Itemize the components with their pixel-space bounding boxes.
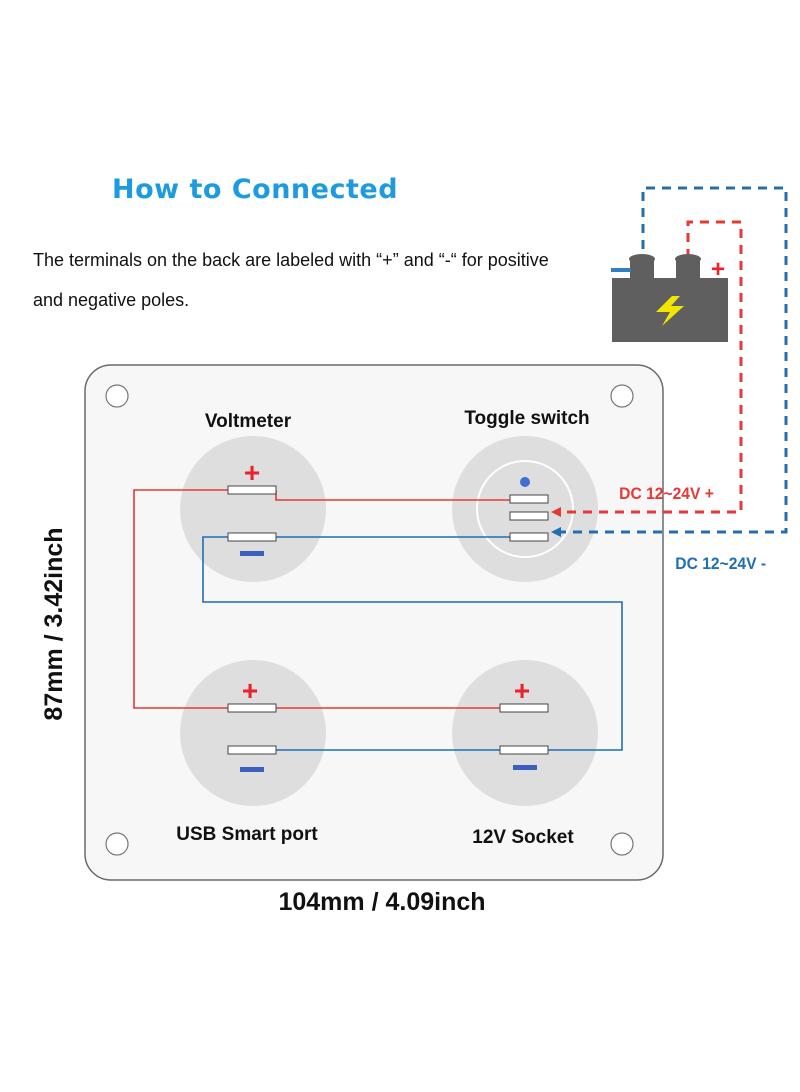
terminal-negative: [227, 532, 277, 542]
terminal-positive: [499, 703, 549, 713]
socket-body: [452, 660, 598, 806]
mounting-hole: [105, 384, 129, 408]
mounting-hole: [610, 384, 634, 408]
toggle-switch-body: [452, 436, 598, 582]
usb-port-label: USB Smart port: [176, 824, 318, 845]
usb-port-body: [180, 660, 326, 806]
description-text: The terminals on the back are labeled wi…: [33, 250, 549, 310]
terminal-positive: [227, 703, 277, 713]
toggle-led-indicator: [520, 477, 530, 487]
minus-sign: [513, 765, 537, 770]
socket-label: 12V Socket: [472, 827, 574, 848]
switch-panel: [84, 364, 664, 881]
terminal-negative: [227, 745, 277, 755]
supply-negative-wire: [560, 186, 788, 534]
positive-wire: [133, 489, 228, 709]
minus-sign: [240, 767, 264, 772]
minus-sign: [240, 551, 264, 556]
plus-sign: +: [244, 457, 260, 488]
toggle-switch-label: Toggle switch: [464, 408, 589, 429]
dc-negative-label: DC 12~24V -: [675, 554, 766, 573]
negative-wire: [202, 536, 623, 751]
dc-positive-label: DC 12~24V +: [619, 484, 714, 503]
plus-sign: +: [514, 675, 530, 706]
voltmeter-body: [180, 436, 326, 582]
plus-sign: +: [242, 675, 258, 706]
terminal-positive: [227, 485, 277, 495]
width-dimension-label: 104mm / 4.09inch: [278, 888, 485, 916]
battery-plus-sign: +: [711, 256, 725, 283]
terminal-accessory: [509, 511, 549, 521]
terminal-negative: [509, 532, 549, 542]
mounting-hole: [105, 832, 129, 856]
battery-minus-sign: [611, 268, 631, 272]
page-title: How to Connected: [112, 174, 399, 205]
toggle-switch-ring: [476, 460, 574, 558]
mounting-hole: [610, 832, 634, 856]
battery-icon: [612, 254, 728, 342]
terminal-negative: [499, 745, 549, 755]
arrow-icon: [551, 527, 561, 537]
voltmeter-label: Voltmeter: [205, 411, 292, 432]
height-dimension-label: 87mm / 3.42inch: [40, 527, 68, 720]
arrow-icon: [551, 507, 561, 517]
terminal-positive: [509, 494, 549, 504]
supply-positive-wire: [560, 220, 743, 514]
